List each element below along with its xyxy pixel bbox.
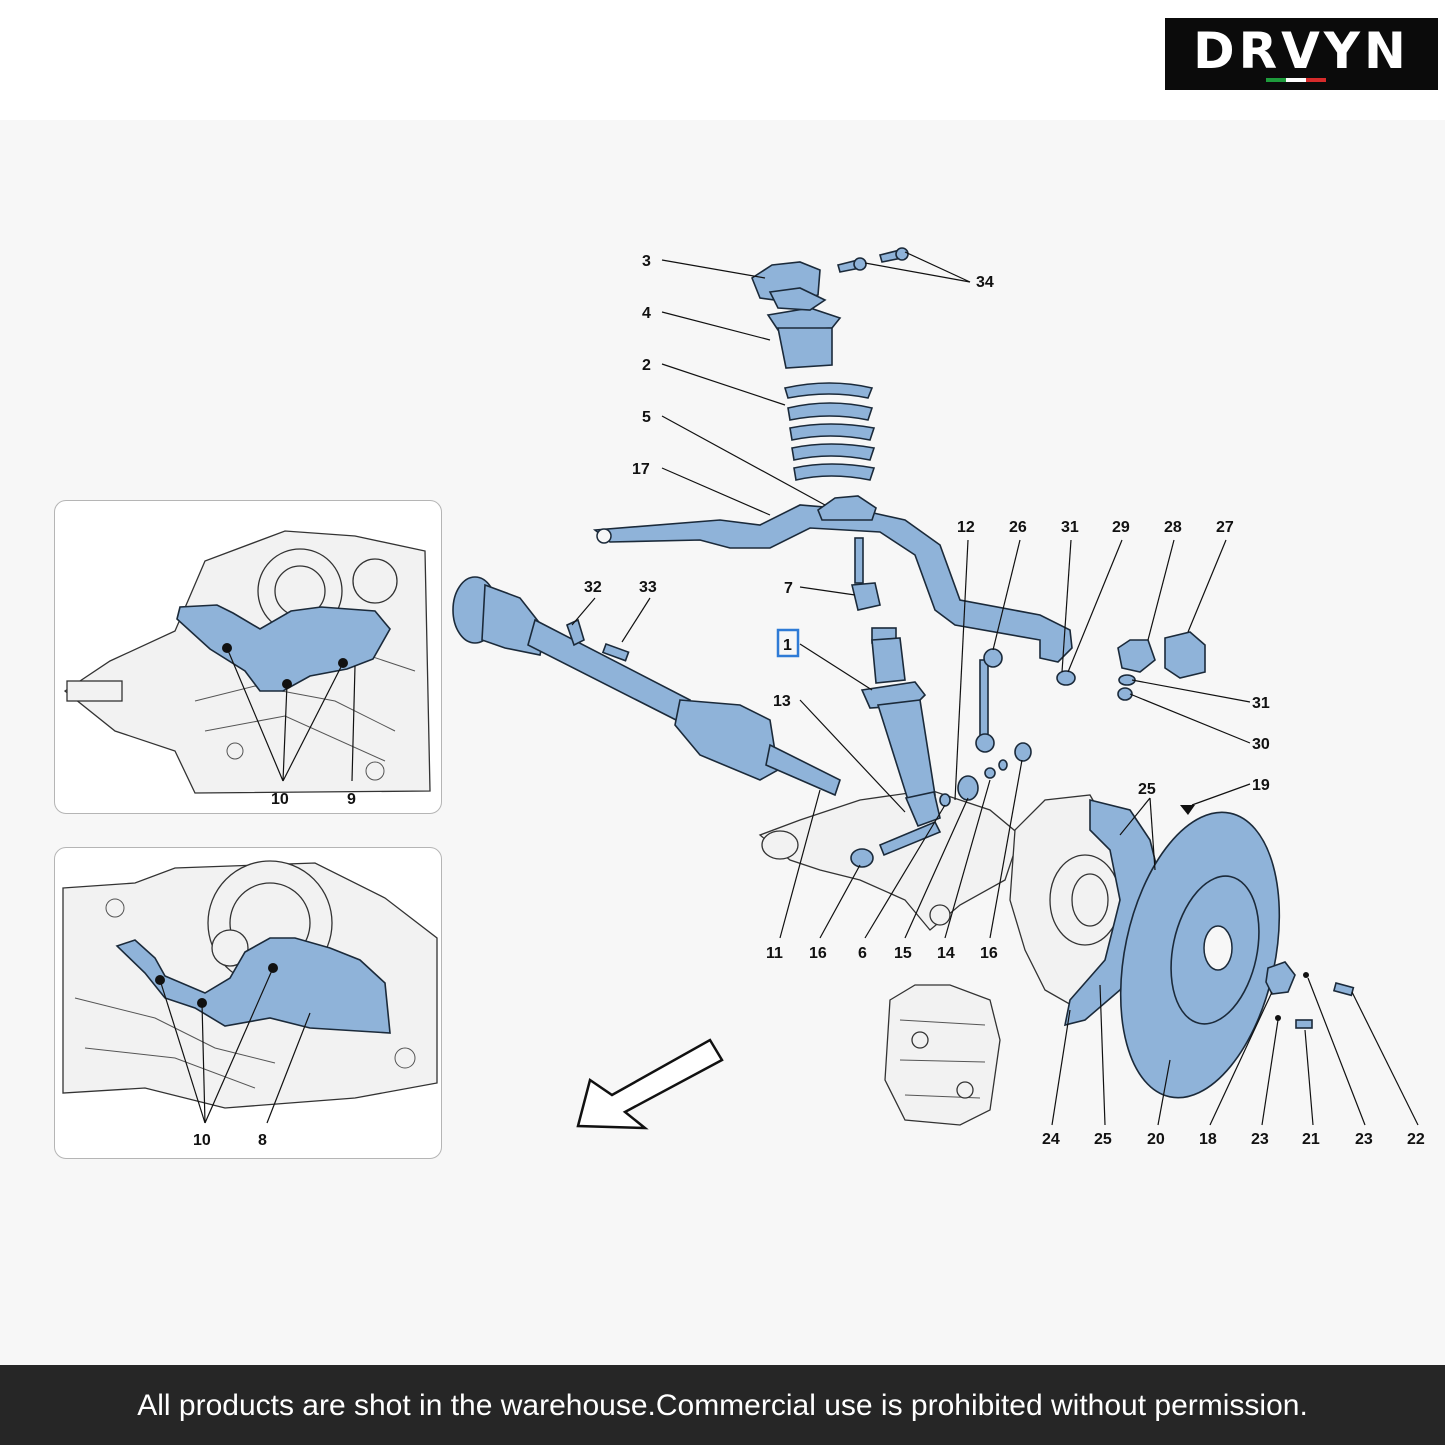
- callout-label: 29: [1112, 519, 1130, 536]
- spring-seat-5: [817, 495, 877, 521]
- callout-label: 26: [1009, 519, 1027, 536]
- brake-disc-20: [1119, 811, 1281, 1099]
- callout-label: 9: [347, 791, 356, 808]
- direction-arrow: [576, 1038, 724, 1130]
- inset-top-drawing: 10 9: [63, 530, 431, 808]
- callout-label: 28: [1164, 519, 1182, 536]
- top-mount-3: [751, 261, 827, 311]
- footer-bar: All products are shot in the warehouse.C…: [0, 1365, 1445, 1445]
- callout-label: 12: [957, 519, 975, 536]
- flag-stripe-green: [1266, 78, 1286, 82]
- highlight-box: [776, 628, 800, 658]
- callout-label: 20: [1147, 1131, 1165, 1148]
- callout-label: 24: [1042, 1131, 1060, 1148]
- callout-label: 16: [980, 945, 998, 962]
- callout-label: 18: [1199, 1131, 1217, 1148]
- inset-gearbox-top: 10 9: [54, 500, 442, 814]
- callout-label: 33: [639, 579, 657, 596]
- callout-label: 10: [193, 1132, 211, 1149]
- callout-label: 22: [1407, 1131, 1425, 1148]
- callout-label: 14: [937, 945, 955, 962]
- callout-label: 30: [1252, 736, 1270, 753]
- anti-roll-bar-17: [592, 504, 1073, 663]
- callout-label: 7: [784, 580, 793, 597]
- leader-lines: [571, 251, 1419, 1126]
- heat-shield-8: [115, 937, 391, 1034]
- callout-label: 8: [258, 1132, 267, 1149]
- callout-label: 25: [1138, 781, 1156, 798]
- inset-gearbox-bottom: 10 8: [54, 847, 442, 1159]
- callout-label: 4: [642, 305, 651, 322]
- wheel-hardware: [1180, 805, 1355, 1029]
- inset-bottom-leaders: [159, 967, 311, 1124]
- lower-control-arm: [758, 789, 1021, 931]
- brand-logo-text: DRVYN: [1193, 22, 1410, 80]
- callout-label: 1: [783, 637, 792, 654]
- exploded-diagram: 1 2 3 4 5 6 7 11 12 13 14 15 16 16 17 18…: [452, 247, 1425, 1148]
- callout-label: 3: [642, 253, 651, 270]
- drive-shaft: [452, 576, 841, 797]
- callout-label: 19: [1252, 777, 1270, 794]
- footer-notice: All products are shot in the warehouse.C…: [137, 1389, 1308, 1422]
- flag-stripe-red: [1306, 78, 1326, 82]
- callout-label: 34: [976, 274, 994, 291]
- callout-label: 2: [642, 357, 651, 374]
- inset-bottom-drawing: 10 8: [62, 860, 438, 1149]
- callout-label: 11: [766, 945, 783, 962]
- screws-34: [837, 247, 909, 273]
- callout-label: 16: [809, 945, 827, 962]
- callout-label: 25: [1094, 1131, 1112, 1148]
- anti-roll-bar-eye: [596, 528, 612, 544]
- callout-labels: 1 2 3 4 5 6 7 11 12 13 14 15 16 16 17 18…: [584, 253, 1425, 1148]
- callout-label: 5: [642, 409, 651, 426]
- drop-link-26: [975, 648, 1003, 753]
- heat-shield-9: [176, 604, 391, 692]
- flag-stripe-white: [1286, 78, 1306, 82]
- brand-logo: DRVYN: [1165, 18, 1438, 90]
- callout-label: 15: [894, 945, 912, 962]
- callout-label: 23: [1355, 1131, 1373, 1148]
- inset-top-leaders: [226, 647, 356, 782]
- callout-label: 6: [858, 945, 867, 962]
- callout-label: 27: [1216, 519, 1234, 536]
- bump-stop-4: [766, 307, 842, 369]
- shock-absorber-1: [851, 537, 941, 828]
- coil-spring-2: [783, 382, 876, 481]
- callout-label: 21: [1302, 1131, 1320, 1148]
- callout-label: 23: [1251, 1131, 1269, 1148]
- brake-caliper: [884, 984, 1001, 1126]
- gearbox-detail-lines-bottom: [74, 898, 416, 1089]
- callout-label: 32: [584, 579, 602, 596]
- callout-label: 10: [271, 791, 289, 808]
- clamp-32-bolt-33: [566, 618, 630, 662]
- callout-label: 31: [1061, 519, 1079, 536]
- callout-label: 13: [773, 693, 791, 710]
- callout-label: 31: [1252, 695, 1270, 712]
- callout-label: 17: [632, 461, 650, 478]
- brake-shield-25: [1063, 798, 1161, 1027]
